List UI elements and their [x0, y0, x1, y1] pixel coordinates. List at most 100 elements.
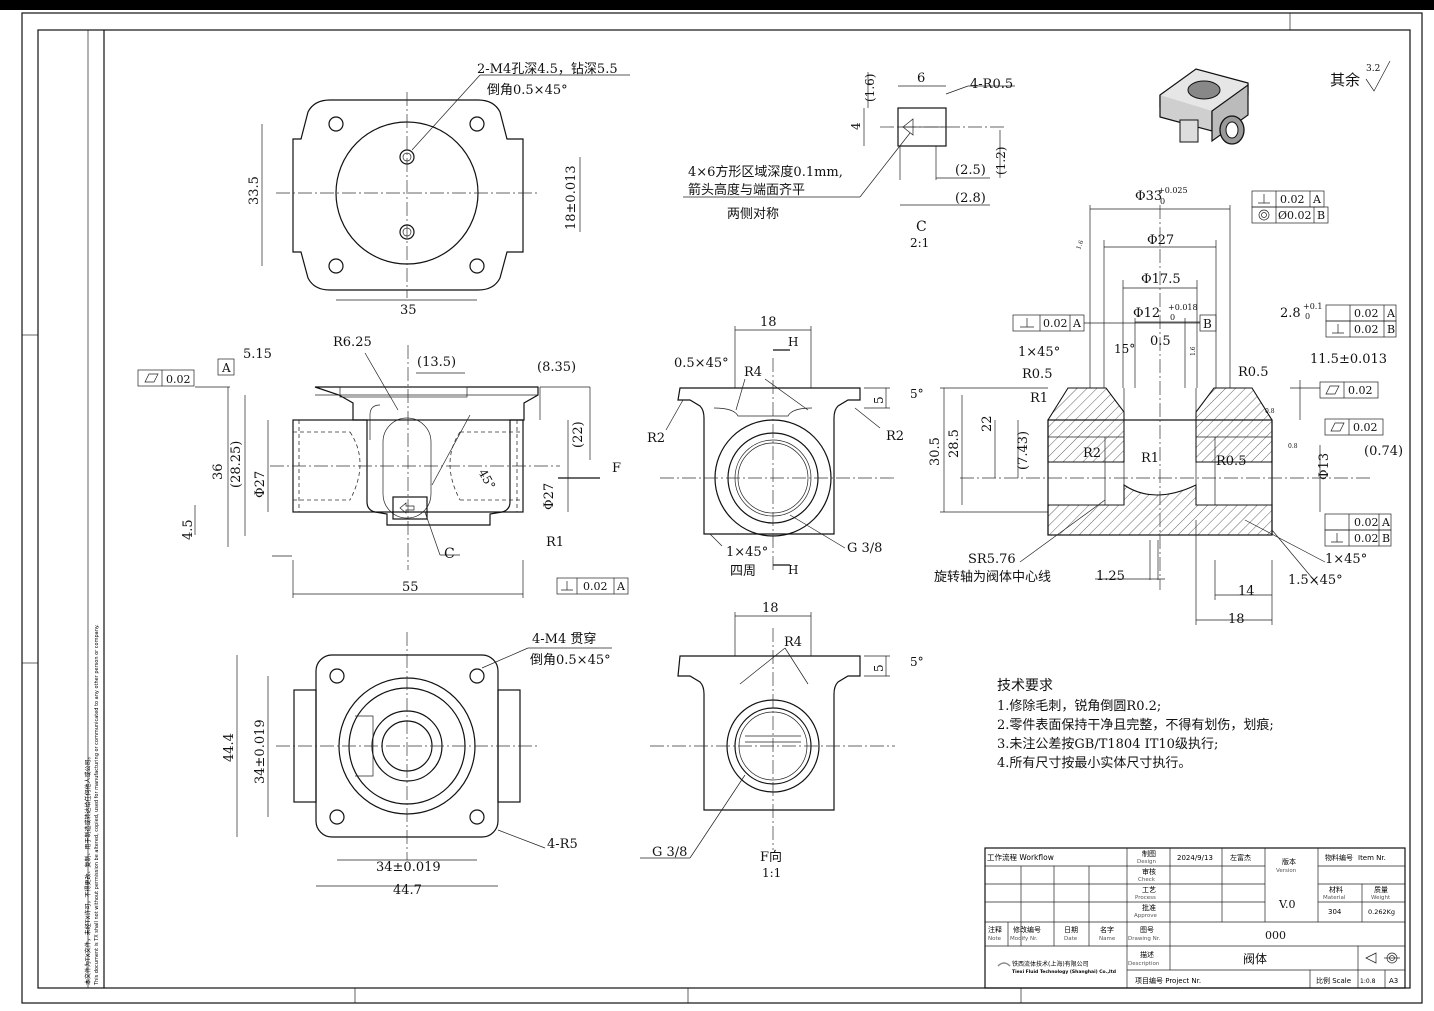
- tb-name-cn: 名字: [1100, 925, 1114, 934]
- front-flatness-frame: [137, 358, 235, 387]
- tb-item-cn: 物料编号: [1325, 853, 1353, 862]
- tb-note-en: Note: [988, 936, 1002, 942]
- sec-dim-125: 1.25: [1096, 569, 1125, 584]
- detc-scale: 2:1: [910, 236, 929, 250]
- sec-perp3-datum: A: [1381, 516, 1391, 529]
- sec-ch-1x45b: 1×45°: [1325, 552, 1367, 567]
- side-around: 四周: [730, 564, 756, 579]
- surface-note: 其余: [1330, 71, 1360, 89]
- fv-dim-5: 5: [872, 664, 886, 672]
- fv-dim-18: 18: [762, 601, 779, 616]
- tb-approve-en: Approve: [1134, 913, 1158, 919]
- tb-date: 2024/9/13: [1177, 854, 1213, 862]
- sec-rough-2: 0.8: [1265, 408, 1275, 415]
- fv-scale: 1:1: [762, 866, 781, 880]
- tb-modify-cn: 修改编号: [1013, 925, 1041, 934]
- sec-perp2-datum: B: [1387, 323, 1395, 336]
- sec-flat1: 0.02: [1348, 384, 1373, 397]
- sec-tol1-val: 0.02: [1280, 193, 1305, 206]
- tb-weight: 0.262Kg: [1368, 908, 1395, 916]
- front-dim-55: 55: [402, 580, 419, 595]
- sec-tol2-datum: B: [1317, 209, 1325, 222]
- sec-dim-d175: Φ17.5: [1141, 272, 1181, 287]
- sec-axis-note: 旋转轴为阀体中心线: [934, 570, 1051, 585]
- front-dim-r1: R1: [546, 535, 564, 550]
- sec-dim-d13: Φ13: [1317, 453, 1332, 480]
- sec-dim-05: 0.5: [1150, 334, 1171, 349]
- front-dim-2825: (28.25): [229, 441, 244, 488]
- bot-dim-34v: 34±0.019: [253, 719, 268, 784]
- front-dim-d27-left: Φ27: [253, 471, 268, 498]
- isometric-view: [1159, 68, 1249, 145]
- detc-dim-28: (2.8): [955, 191, 986, 206]
- bot-dim-34h: 34±0.019: [376, 860, 441, 875]
- tb-process-en: Process: [1135, 895, 1156, 901]
- sec-dim-14: 14: [1238, 584, 1255, 599]
- sec-par-val: 0.02: [1354, 307, 1379, 320]
- detc-dim-12: (1.2): [994, 147, 1008, 175]
- title-block: [984, 847, 1406, 989]
- sec-ch-15x45: 1.5×45°: [1288, 573, 1343, 588]
- side-dim-r4: R4: [744, 365, 762, 380]
- front-dim-22: (22): [571, 421, 586, 448]
- tech-req-item-3: 3.未注公差按GB/T1804 IT10级执行;: [997, 737, 1218, 752]
- detc-label: C: [916, 219, 927, 235]
- tb-item-en: Item Nr.: [1358, 854, 1386, 862]
- tb-check-en: Check: [1138, 877, 1156, 883]
- sec-dim-074: (0.74): [1364, 444, 1403, 459]
- top-hole-note-1: 2-M4孔深4.5，钻深5.5: [477, 62, 618, 77]
- bot-hole-note-1: 4-M4 贯穿: [532, 631, 596, 647]
- sec-perp3-val: 0.02: [1354, 516, 1379, 529]
- top-dim-tol: 18±0.013: [564, 165, 579, 230]
- tech-req-item-1: 1.修除毛刺，锐角倒圆R0.2;: [997, 699, 1161, 714]
- tb-approve-cn: 批准: [1142, 903, 1156, 912]
- side-dim-5: 5: [872, 396, 886, 404]
- detc-dim-6: 6: [917, 71, 925, 86]
- sec-dim-d33-lo: 0: [1160, 197, 1165, 206]
- tb-check-cn: 审核: [1142, 867, 1156, 876]
- front-datum-a: A: [221, 361, 231, 375]
- front-label-f: F: [612, 461, 621, 476]
- tb-version-cn: 版本: [1282, 857, 1296, 866]
- sec-r05-c: R0.5: [1216, 454, 1246, 469]
- sec-dim-d12-lo: 0: [1170, 313, 1175, 322]
- sec-rough-3: 1.6: [1190, 346, 1197, 356]
- detc-dim-16: (1.6): [863, 74, 877, 102]
- front-dim-r625: R6.25: [333, 335, 372, 350]
- tb-process-cn: 工艺: [1142, 886, 1156, 894]
- front-view: [194, 345, 600, 598]
- fv-label: F向: [760, 849, 782, 865]
- sec-dim-d33: Φ33: [1135, 189, 1162, 204]
- tb-note-cn: 注释: [988, 925, 1002, 934]
- surface-roughness-value: 3.2: [1366, 64, 1380, 74]
- detc-dim-r: 4-R0.5: [970, 77, 1013, 92]
- sec-dim-r1b: R1: [1141, 451, 1159, 466]
- bottom-view: [236, 632, 612, 887]
- sec-dim-743: (7.43): [1016, 431, 1031, 470]
- tb-material: 304: [1328, 908, 1342, 916]
- sec-rough-4: 0.8: [1288, 443, 1298, 450]
- sec-dim-d33-up: +0.025: [1158, 186, 1188, 195]
- tb-material-en: Material: [1323, 895, 1346, 901]
- tb-design-cn: 制图: [1142, 849, 1156, 858]
- fv-dim-5deg: 5°: [910, 655, 924, 669]
- sec-r05-b: R0.5: [1238, 365, 1268, 380]
- side-notice-cn: 本文件为TX文件，未经TX许可，不得更改、复制、用于制造或转达给任何他人或公司。: [84, 753, 92, 985]
- tb-drawing-cn: 图号: [1140, 926, 1154, 934]
- tb-version-en: Version: [1276, 868, 1297, 874]
- top-view: [261, 74, 630, 301]
- sec-par-datum: A: [1386, 307, 1396, 320]
- detc-note-2: 箭头高度与端面齐平: [688, 182, 805, 198]
- tb-drawing-en: Drawing Nr.: [1128, 936, 1160, 942]
- inner-border: [37, 29, 1411, 989]
- tb-project: 项目编号 Project Nr.: [1135, 976, 1201, 985]
- sec-perp2-val: 0.02: [1354, 323, 1379, 336]
- side-dim-18: 18: [760, 315, 777, 330]
- side-label-h-bottom: H: [788, 563, 798, 577]
- front-perp-frame: [556, 577, 629, 595]
- front-dim-835: (8.35): [537, 360, 576, 375]
- tb-scale: 1:0.8: [1360, 978, 1376, 985]
- detc-dim-4: 4: [849, 122, 863, 130]
- tb-designer: 左富杰: [1230, 853, 1251, 862]
- tb-desc-cn: 描述: [1140, 950, 1154, 959]
